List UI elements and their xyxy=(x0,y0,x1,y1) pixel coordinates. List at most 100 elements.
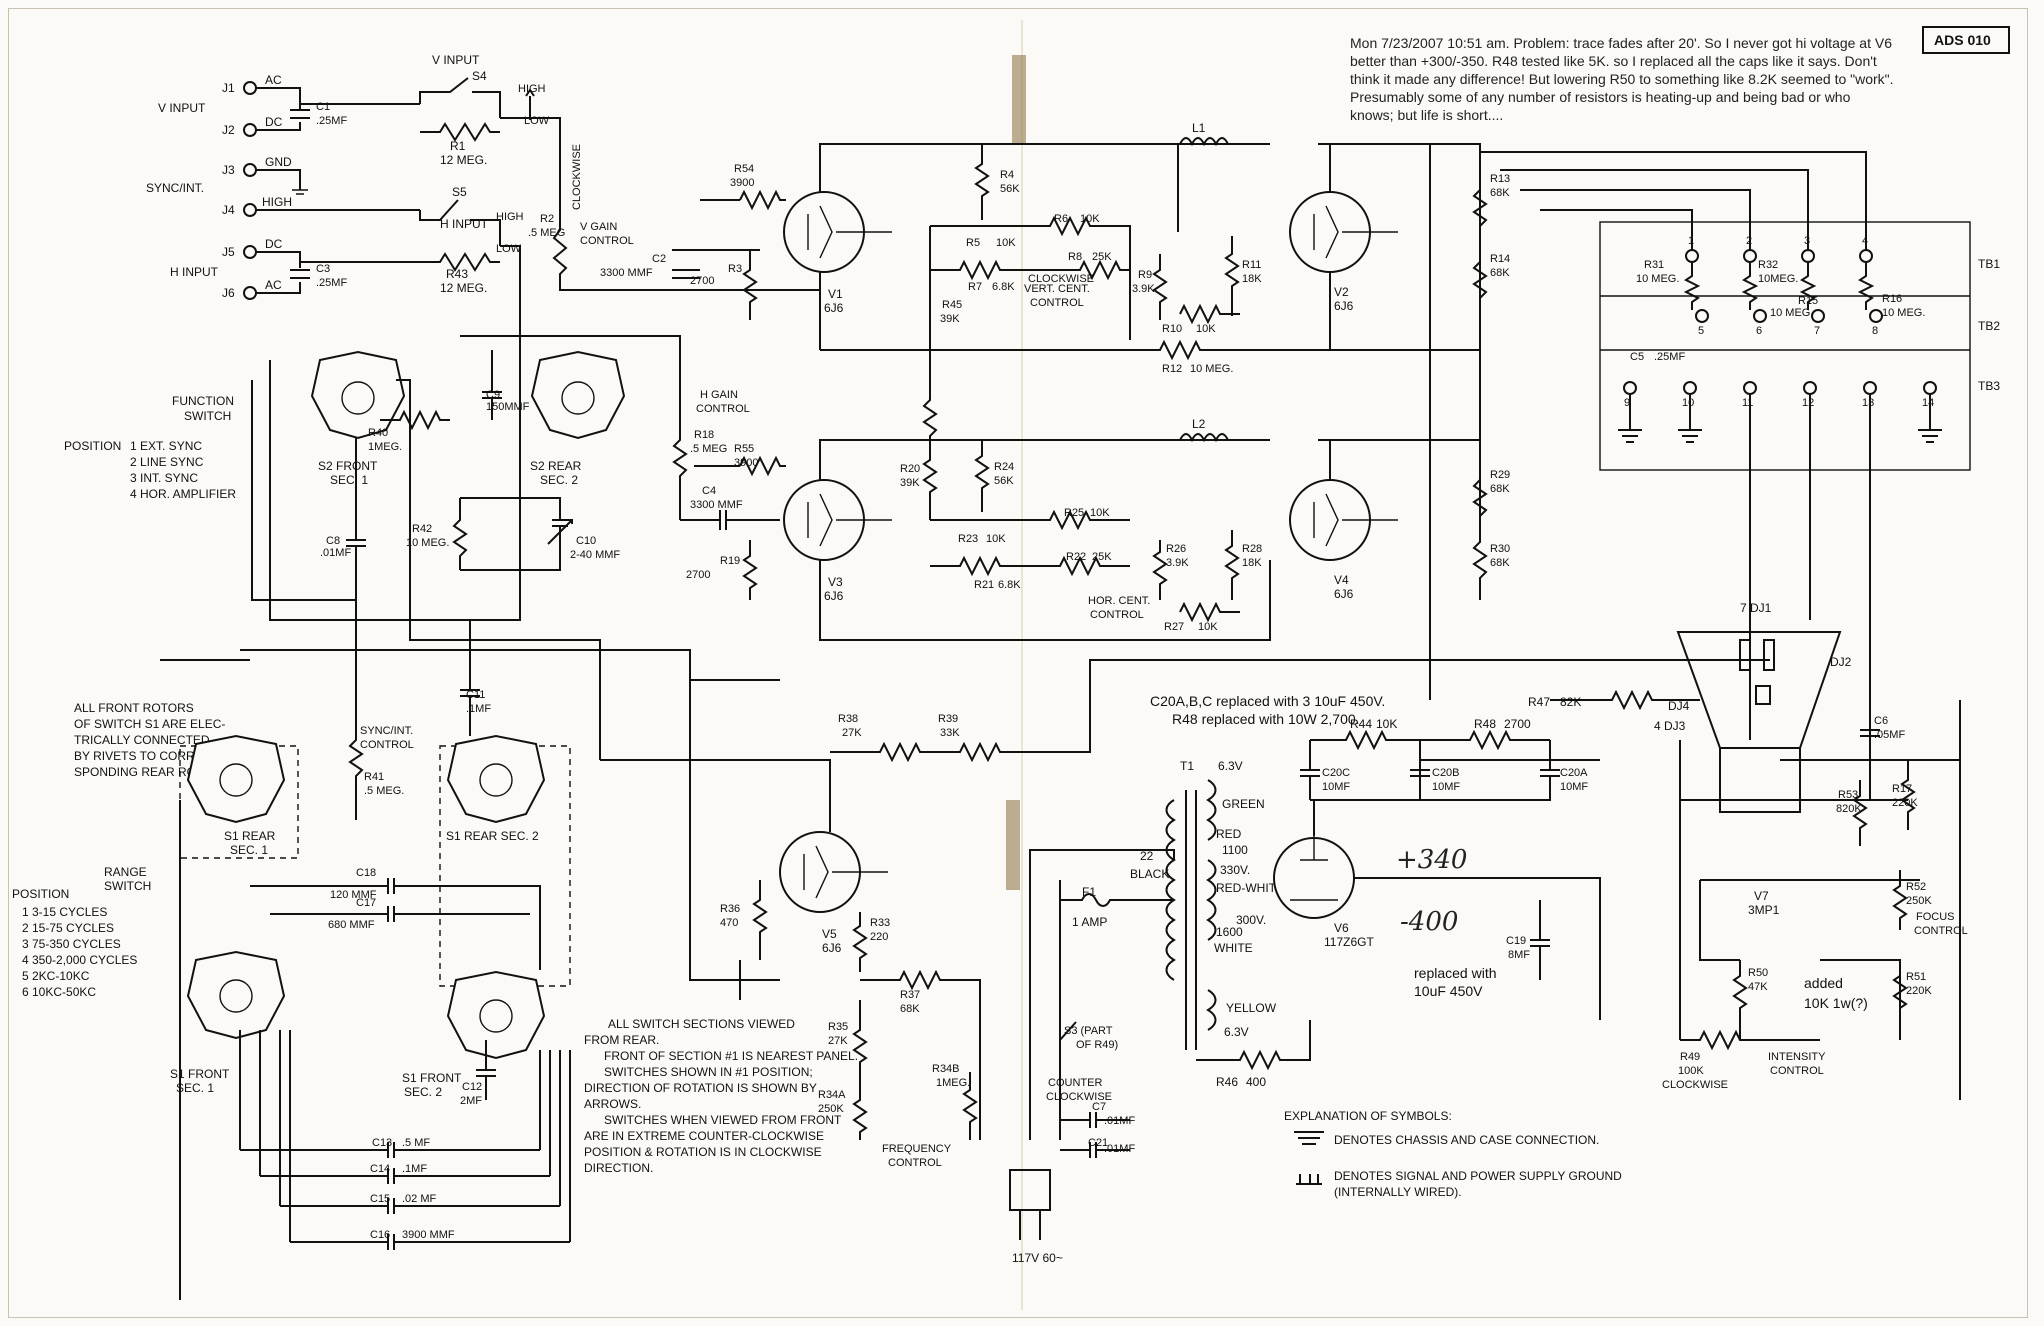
range-pos-5: 5 2KC-10KC xyxy=(22,969,90,983)
j1-label: J1 xyxy=(222,81,235,95)
n1600-label: 1600 xyxy=(1216,925,1243,939)
t1-label: T1 xyxy=(1180,759,1194,773)
r38-value: 27K xyxy=(842,727,862,739)
range-switch-title: RANGE xyxy=(104,865,147,879)
s2-rear-sec: SEC. 2 xyxy=(540,473,578,487)
c13-value: .5 MF xyxy=(402,1137,430,1149)
r24-label: R24 xyxy=(994,461,1014,473)
symbol-legend: EXPLANATION OF SYMBOLS: DENOTES CHASSIS … xyxy=(1284,1109,1622,1199)
terminal-boards: TB1 TB2 TB3 1 2 3 4 5 6 7 8 9 10 11 12 1… xyxy=(1480,151,2000,800)
r36-label: R36 xyxy=(720,903,740,915)
counter-label: COUNTER xyxy=(1048,1077,1102,1089)
chassis-ground-icon xyxy=(1294,1131,1324,1145)
r2-label: R2 xyxy=(540,213,554,225)
c19-value: 8MF xyxy=(1508,949,1530,961)
function-pos-4: 4 HOR. AMPLIFIER xyxy=(130,487,236,501)
c19-label: C19 xyxy=(1506,935,1526,947)
v300-label: 300V. xyxy=(1236,913,1266,927)
high-label: HIGH xyxy=(262,195,292,209)
s5-low: LOW xyxy=(496,243,522,255)
h-gain-label: H GAIN xyxy=(700,389,738,401)
n22-label: 22 xyxy=(1140,849,1154,863)
dj1-label: 7 DJ1 xyxy=(1740,601,1772,615)
sweep-note-4: SWITCHES SHOWN IN #1 POSITION; xyxy=(604,1065,813,1079)
range-position-head: POSITION xyxy=(12,887,69,901)
white-label: WHITE xyxy=(1214,941,1253,955)
s1-rear-1: S1 REAR xyxy=(224,829,276,843)
r23-label: R23 xyxy=(958,533,978,545)
s2-front-sec: SEC. 1 xyxy=(330,473,368,487)
c20-note-2: R48 replaced with 10W 2,700. xyxy=(1172,711,1360,727)
r33-label: R33 xyxy=(870,917,890,929)
r17-label: R17 xyxy=(1892,783,1912,795)
r14-label: R14 xyxy=(1490,253,1510,265)
v6-label: V6 xyxy=(1334,921,1349,935)
s5-label: S5 xyxy=(452,185,467,199)
r33-value: 220 xyxy=(870,931,888,943)
black-label: BLACK xyxy=(1130,867,1169,881)
r53-value: 820K xyxy=(1836,803,1862,815)
sweep-note-2: FROM REAR. xyxy=(584,1033,659,1047)
r7-label: R7 xyxy=(968,281,982,293)
h-input-label: H INPUT xyxy=(170,265,219,279)
r50-note-1: added xyxy=(1804,975,1843,991)
r8-value: 25K xyxy=(1092,251,1112,263)
tb-num-7: 7 xyxy=(1814,325,1820,337)
v2-label: V2 xyxy=(1334,285,1349,299)
r41-label: R41 xyxy=(364,771,384,783)
r30-value: 68K xyxy=(1490,557,1510,569)
document-id-box: ADS 010 xyxy=(1922,26,2010,54)
c21-value: .01MF xyxy=(1104,1143,1135,1155)
r26-value: 3.9K xyxy=(1166,557,1189,569)
c5-label: C5 xyxy=(1630,351,1644,363)
r31-label: R31 xyxy=(1644,259,1664,271)
c5-value: .25MF xyxy=(1654,351,1685,363)
r49-clockwise: CLOCKWISE xyxy=(1662,1079,1728,1091)
page-border xyxy=(8,8,2028,1318)
c6-value: .05MF xyxy=(1874,729,1905,741)
r54-value: 3900 xyxy=(730,177,754,189)
c20a-value: 10MF xyxy=(1560,781,1588,793)
r40-value: 1MEG. xyxy=(368,441,402,453)
c2-label: C2 xyxy=(652,253,666,265)
function-pos-2: 2 LINE SYNC xyxy=(130,455,204,469)
r5-label: R5 xyxy=(966,237,980,249)
v3-type: 6J6 xyxy=(824,589,844,603)
r42-value: 10 MEG. xyxy=(406,537,449,549)
r43-value: 12 MEG. xyxy=(440,281,487,295)
c20b-value: 10MF xyxy=(1432,781,1460,793)
tb-num-6: 6 xyxy=(1756,325,1762,337)
s4-title: V INPUT xyxy=(432,53,480,67)
r11-label: R11 xyxy=(1242,259,1261,271)
c1-label: C1 xyxy=(316,101,330,113)
r28-value: 18K xyxy=(1242,557,1262,569)
r31-value: 10 MEG. xyxy=(1636,273,1679,285)
r55-label: R55 xyxy=(734,443,754,455)
r45-label: R45 xyxy=(942,299,962,311)
r18-value: .5 MEG xyxy=(690,443,727,455)
legend-chassis: DENOTES CHASSIS AND CASE CONNECTION. xyxy=(1334,1133,1599,1147)
c20-note-1: C20A,B,C replaced with 3 10uF 450V. xyxy=(1150,693,1385,709)
sweep-note-3: FRONT OF SECTION #1 IS NEAREST PANEL. xyxy=(604,1049,858,1063)
dc2-label: DC xyxy=(265,237,283,251)
dc-label: DC xyxy=(265,115,283,129)
r9-value: 3.9K xyxy=(1132,283,1155,295)
function-switch-title2: SWITCH xyxy=(184,409,231,423)
sync-int-control: SYNC/INT. xyxy=(360,725,413,737)
v63-label: 6.3V xyxy=(1218,759,1243,773)
c3-value: .25MF xyxy=(316,277,347,289)
r41-value: .5 MEG. xyxy=(364,785,404,797)
r43-label: R43 xyxy=(446,267,468,281)
hor-cent-label: HOR. CENT. xyxy=(1088,595,1150,607)
sweep-note-8: ARE IN EXTREME COUNTER-CLOCKWISE xyxy=(584,1129,824,1143)
r6-value: 10K xyxy=(1080,213,1100,225)
r40-label: R40 xyxy=(368,427,388,439)
r14-value: 68K xyxy=(1490,267,1510,279)
r22-value: 25K xyxy=(1092,551,1112,563)
r37-label: R37 xyxy=(900,989,920,1001)
tb-num-12: 12 xyxy=(1802,397,1814,409)
r21-label: R21 xyxy=(974,579,994,591)
r46-label: R46 xyxy=(1216,1075,1238,1089)
v-input-label: V INPUT xyxy=(158,101,206,115)
c4-value: 3300 MMF xyxy=(690,499,743,511)
